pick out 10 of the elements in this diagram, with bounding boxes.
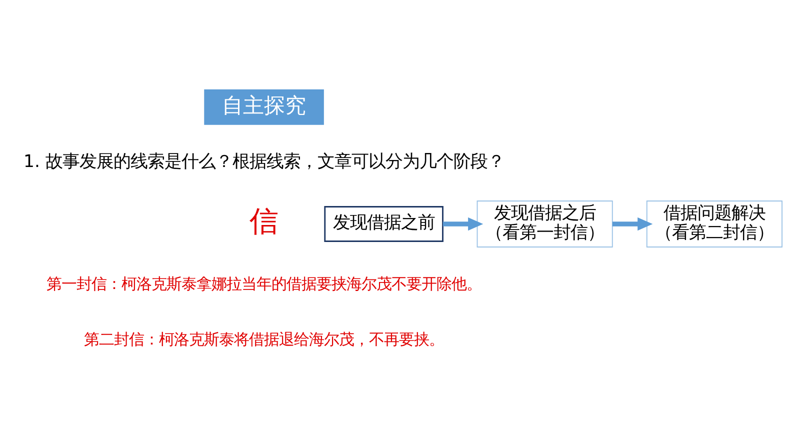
label: 信 [250, 204, 279, 238]
node-box: 发现借据之后 （看第一封信） [476, 200, 613, 247]
node-box: 自主探究 [204, 88, 324, 124]
arrow [442, 216, 484, 230]
node-box: 发现借据之前 [324, 206, 444, 242]
arrow [612, 216, 653, 230]
node-box: 借据问题解决 （看第二封信） [646, 200, 782, 247]
label: 1. 故事发展的线索是什么？根据线索，文章可以分为几个阶段？ [24, 151, 505, 172]
label: 第一封信：柯洛克斯泰拿娜拉当年的借据要挟海尔茂不要开除他。 [46, 274, 482, 292]
label: 第二封信：柯洛克斯泰将借据退给海尔茂，不再要挟。 [84, 330, 444, 348]
